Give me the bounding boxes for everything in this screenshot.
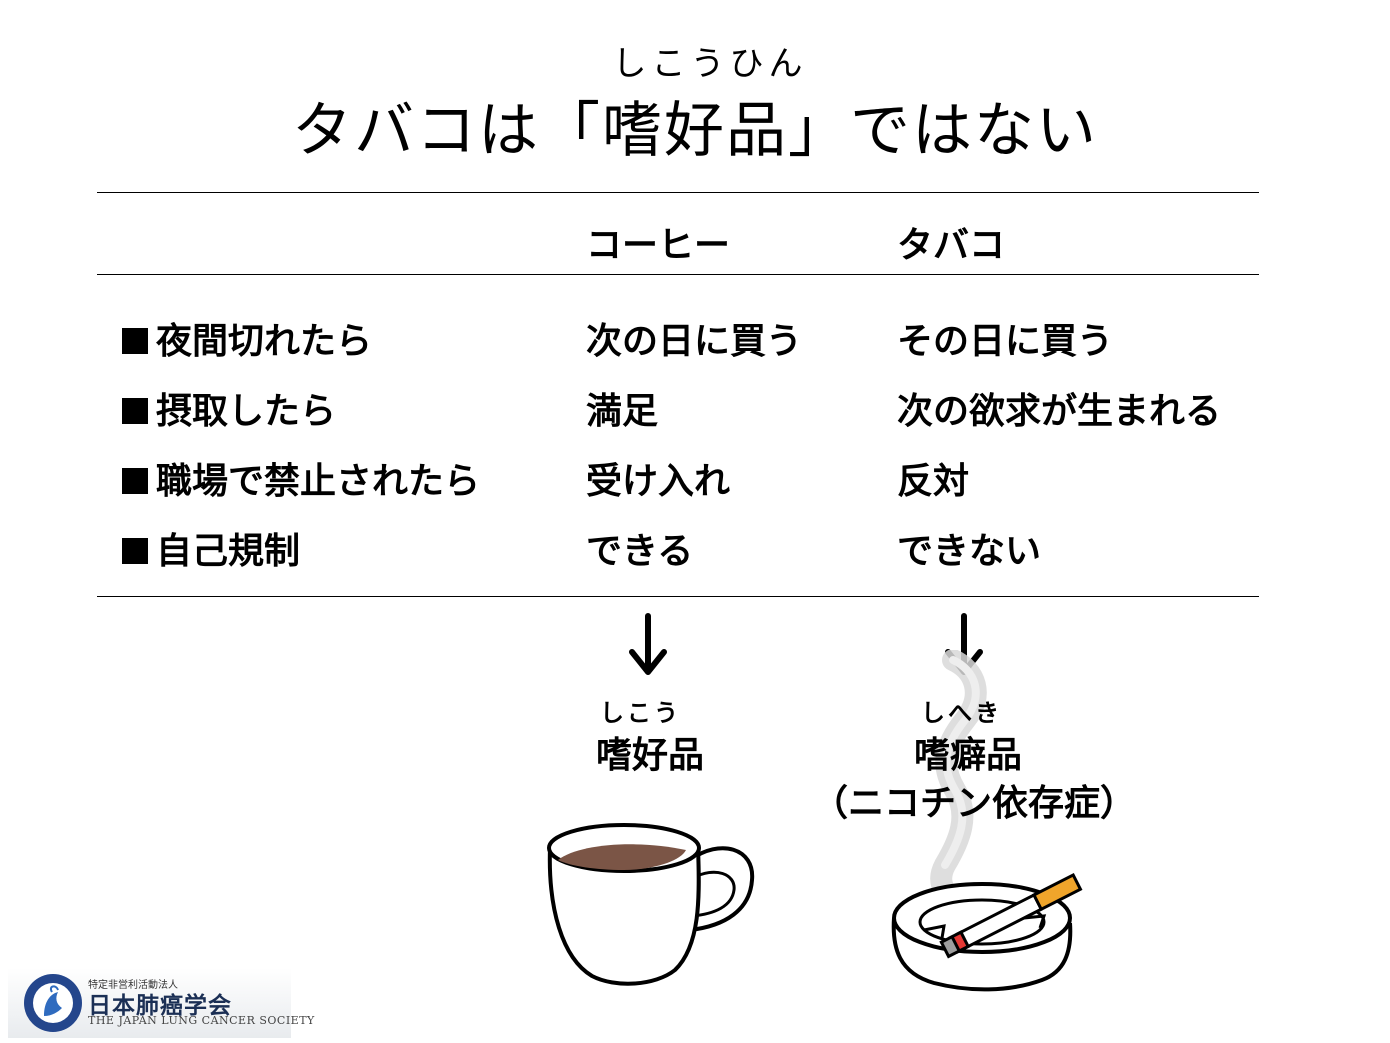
bullet-square-icon [122,398,148,424]
row-label-text: 自己規制 [156,531,301,572]
title-ruby: しこうひん [612,44,808,84]
bullet-square-icon [122,538,148,564]
logo-small-text: 特定非営利活動法人 [88,980,178,991]
down-arrow-icon [629,613,667,675]
logo-english-name: THE JAPAN LUNG CANCER SOCIETY [88,1014,315,1027]
cell-tobacco: 反対 [897,461,970,502]
cell-coffee: 受け入れ [586,461,731,502]
table-bottom-rule [97,596,1259,597]
ashtray-cigarette-icon [891,872,1083,992]
row-label: 夜間切れたら [122,312,372,364]
row-label: 職場で禁止されたら [122,452,480,504]
row-label: 自己規制 [122,522,300,574]
table-header-rule [97,274,1259,275]
smoke-icon [930,650,987,900]
tobacco-conclusion: 嗜癖品 [914,735,1023,776]
coffee-ruby: しこう [600,699,681,727]
bullet-square-icon [122,328,148,354]
cell-coffee: 満足 [586,391,659,432]
coffee-conclusion: 嗜好品 [596,735,705,776]
tobacco-ruby: しへき [921,699,1002,727]
table-top-rule [97,192,1259,193]
society-emblem-icon [24,974,82,1032]
header-tobacco: タバコ [897,225,1006,266]
bullet-square-icon [122,468,148,494]
row-label-text: 夜間切れたら [156,321,373,362]
logo-japanese-name: 日本肺癌学会 [88,993,232,1019]
row-label-text: 摂取したら [156,391,337,432]
cell-tobacco: その日に買う [897,321,1114,362]
cell-tobacco: 次の欲求が生まれる [897,391,1222,432]
cell-coffee: 次の日に買う [586,321,803,362]
header-coffee: コーヒー [586,225,731,266]
tobacco-conclusion-note: （ニコチン依存症） [812,783,1137,824]
cell-coffee: できる [586,531,694,572]
cell-tobacco: できない [897,531,1042,572]
coffee-cup-icon [547,823,755,986]
row-label-text: 職場で禁止されたら [156,461,481,502]
page-title: タバコは「嗜好品」ではない [292,96,1098,166]
row-label: 摂取したら [122,382,336,434]
